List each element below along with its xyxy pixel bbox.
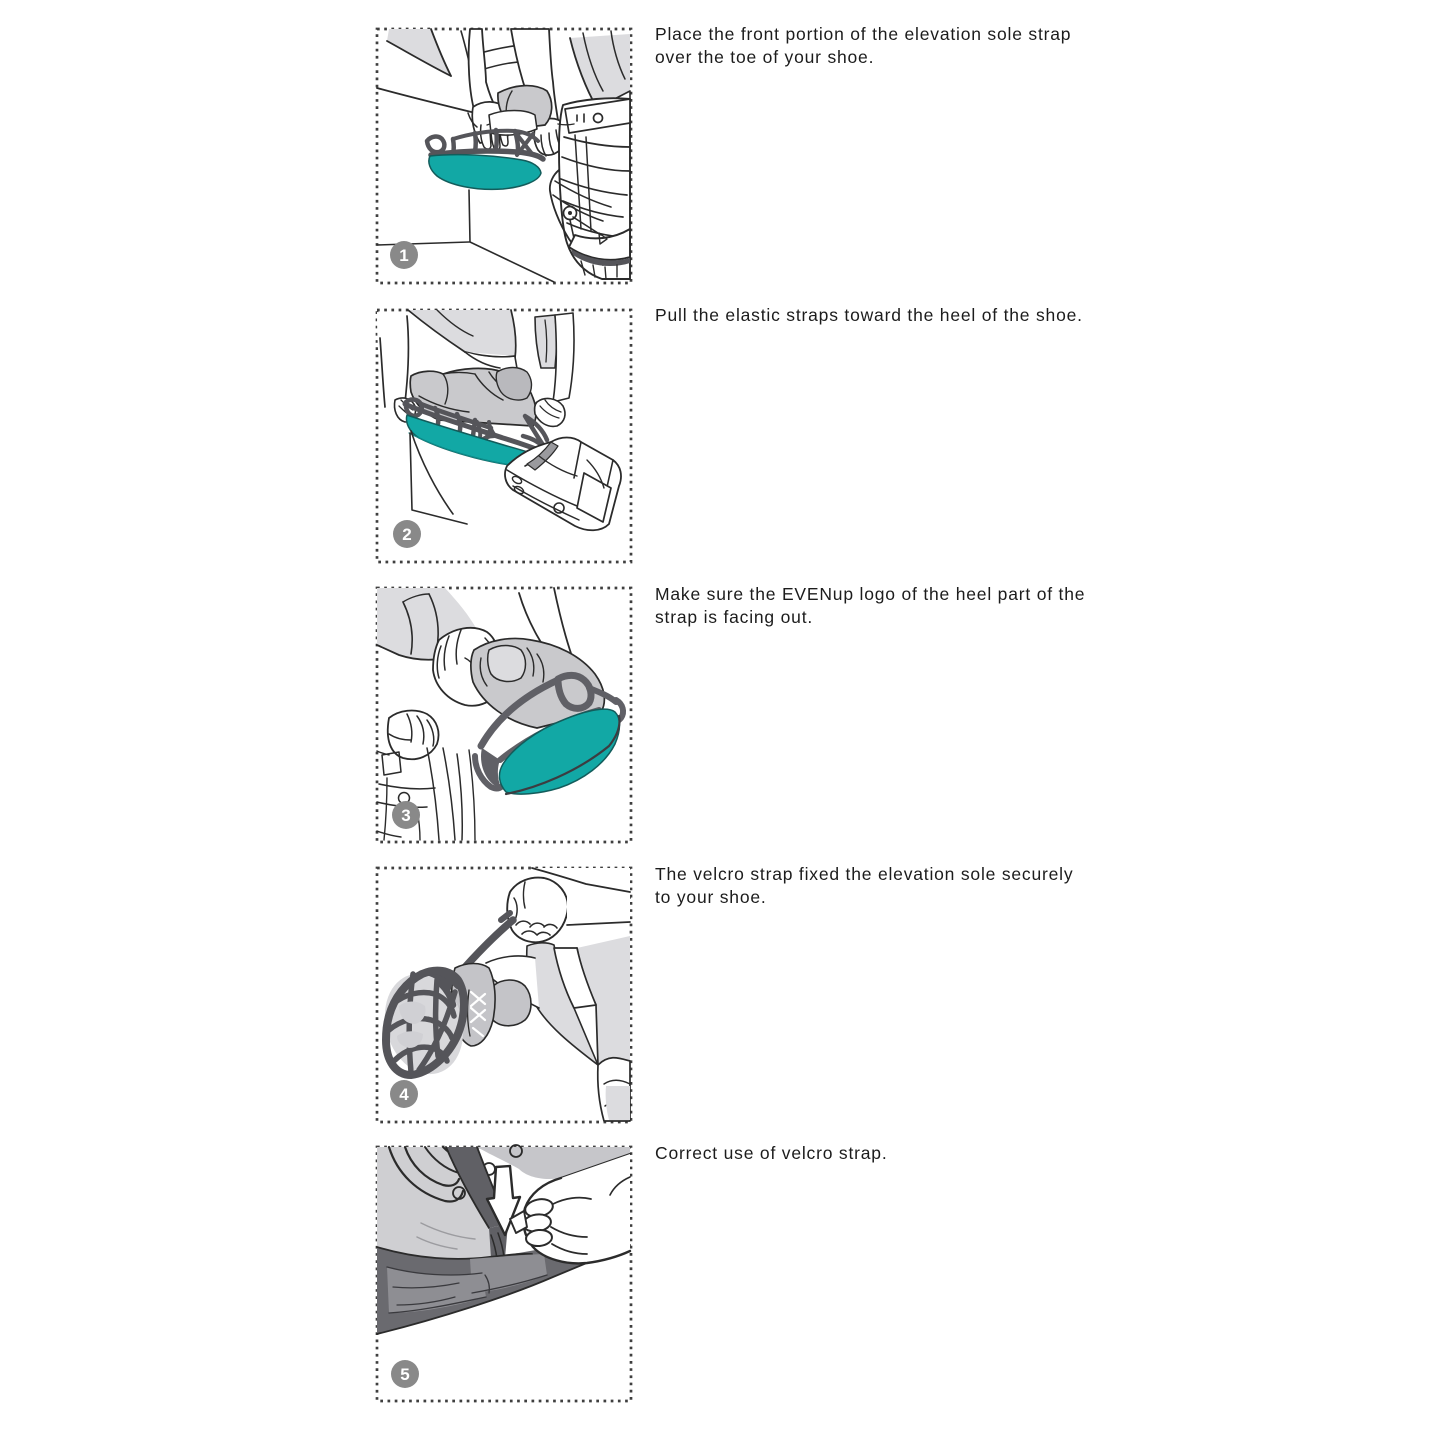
svg-text:5: 5 — [400, 1365, 409, 1384]
svg-text:3: 3 — [401, 806, 410, 825]
svg-text:2: 2 — [402, 525, 411, 544]
svg-text:4: 4 — [399, 1085, 409, 1104]
svg-text:1: 1 — [399, 246, 408, 265]
